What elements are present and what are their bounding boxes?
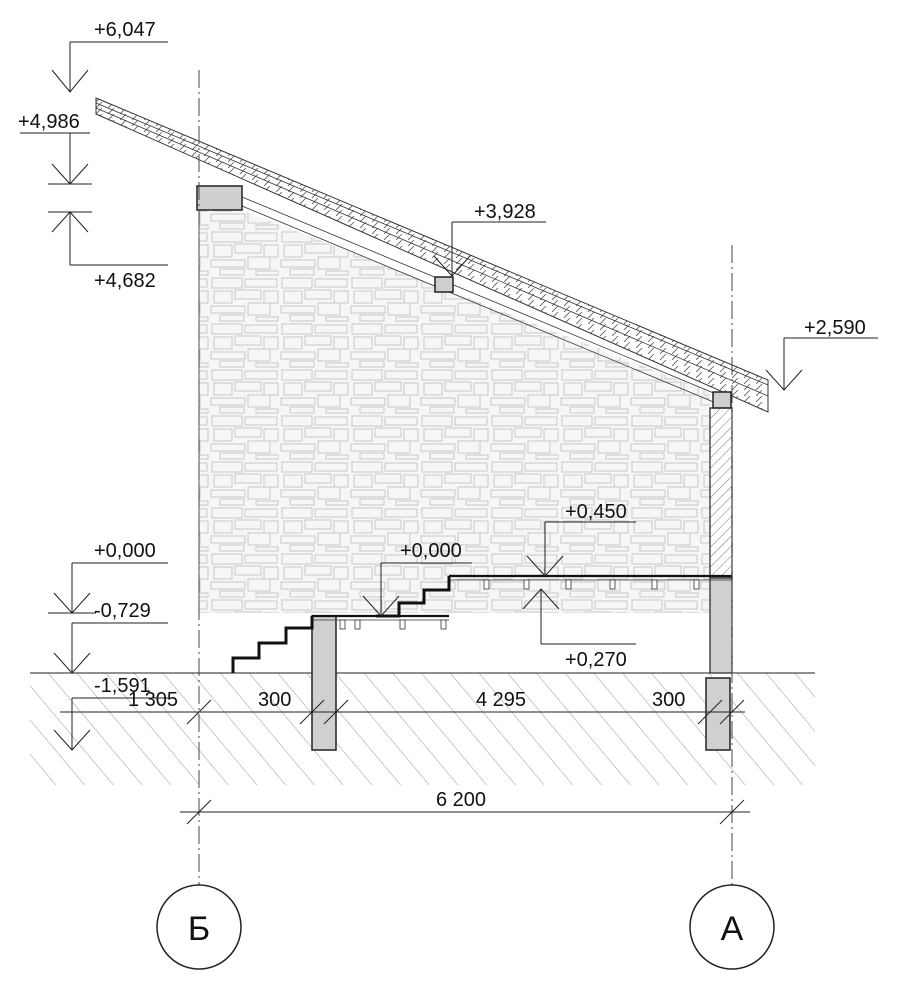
dim-label-300-left: 300	[258, 689, 291, 711]
axis-label-b: Б	[188, 910, 210, 948]
dim-label-300-right: 300	[652, 689, 685, 711]
stair-lower	[231, 616, 314, 673]
level-markers-interior	[362, 221, 878, 645]
axis-marker-a: А	[689, 884, 775, 970]
level-markers-left	[20, 41, 168, 751]
dim-label-overall: 6 200	[436, 789, 486, 811]
dim-label-4295: 4 295	[476, 689, 526, 711]
dimension-overall	[180, 799, 750, 825]
mid-purlin	[434, 276, 454, 293]
right-wall	[709, 407, 733, 579]
level-label-beam-top: +4,682	[94, 270, 156, 292]
ground-soil	[30, 672, 815, 785]
right-plinth	[709, 577, 733, 674]
axis-label-a: А	[721, 910, 744, 948]
axis-marker-b: Б	[156, 884, 242, 970]
level-label-slab-under: +0,270	[565, 649, 627, 671]
level-label-floor-upper: +0,450	[565, 501, 627, 523]
ridge-beam	[196, 185, 243, 211]
level-label-ridge-top: +6,047	[94, 19, 156, 41]
level-label-footing-bottom: -1,591	[94, 675, 151, 697]
level-label-purlin-mid: +3,928	[474, 201, 536, 223]
stair-upper	[376, 576, 451, 618]
level-label-floor-zero-left: +0,000	[94, 540, 156, 562]
dim-label-1305: 1 305	[128, 689, 178, 711]
level-label-ridge-eave: +4,986	[18, 111, 80, 133]
right-footing	[705, 677, 731, 751]
dimension-chain	[60, 699, 745, 725]
eave-beam	[712, 391, 732, 409]
middle-foundation	[311, 615, 337, 751]
level-label-ground: -0,729	[94, 600, 151, 622]
level-label-floor-zero-mid: +0,000	[400, 540, 462, 562]
roof-structure	[95, 97, 769, 413]
upper-floor-slab	[449, 574, 732, 590]
level-label-eave-low: +2,590	[804, 317, 866, 339]
